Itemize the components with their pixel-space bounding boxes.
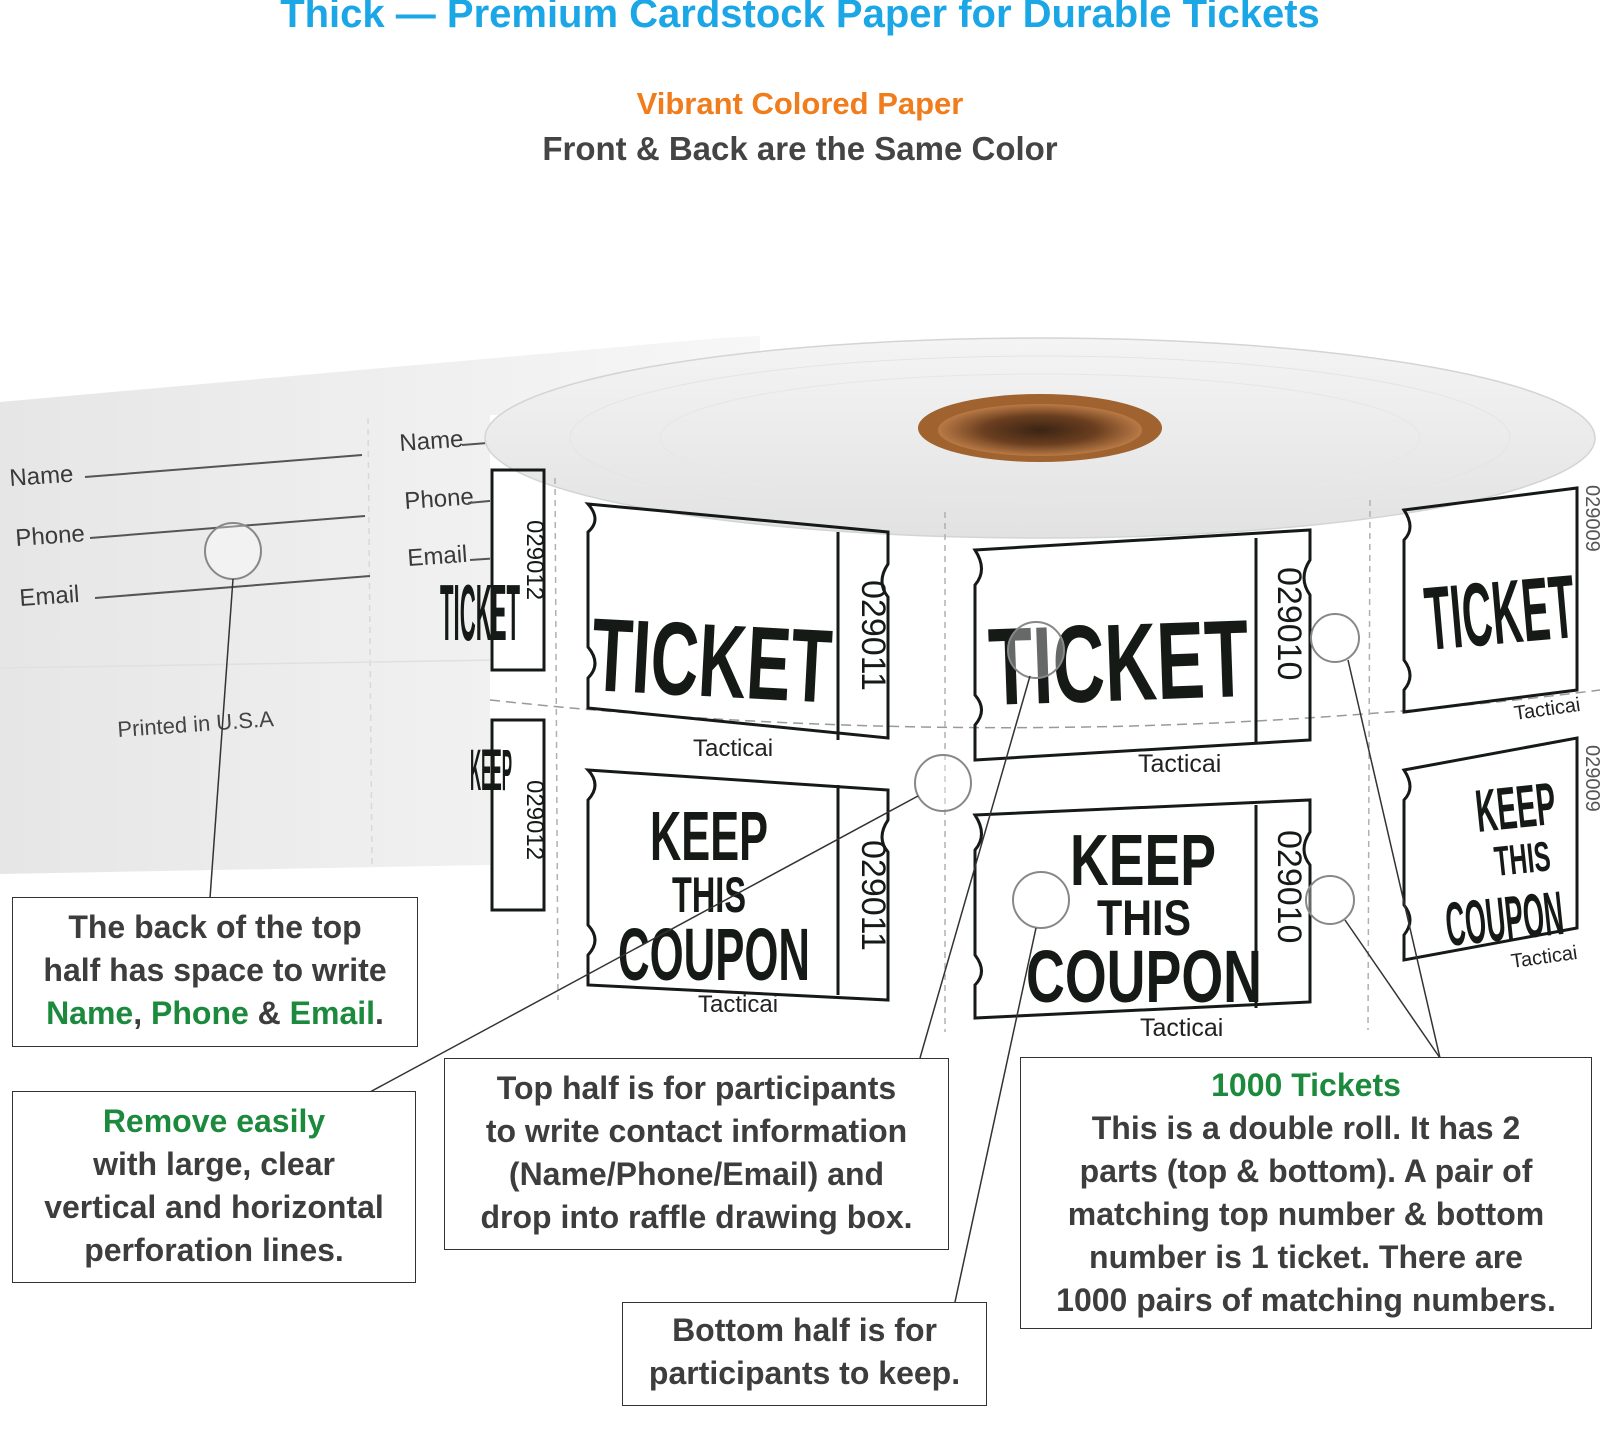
callout-top-line4: drop into raffle drawing box.	[480, 1199, 913, 1235]
ticket-c-top-frame	[1401, 486, 1579, 714]
leader-marker-strip	[204, 522, 262, 580]
roll-side-surface	[490, 415, 1600, 1049]
leader-line-top-number	[1347, 659, 1441, 1059]
strip-perforation	[367, 417, 373, 867]
callout-count-line4: number is 1 ticket. There are	[1089, 1239, 1523, 1275]
callout-back-period: .	[375, 995, 384, 1031]
ticket-c-this: THIS	[1492, 832, 1553, 885]
leader-line-back	[209, 578, 234, 899]
leader-marker-top-half	[1007, 621, 1065, 679]
ticket-b-bottom-frame	[972, 798, 1312, 1020]
leader-line-top-half	[919, 675, 1031, 1059]
ticket-c-coupon: COUPON	[1442, 879, 1567, 960]
callout-remove-line1: with large, clear	[93, 1146, 335, 1182]
ticket-b-bottom-brand: Tacticai	[1140, 1014, 1223, 1042]
ticket-a-top-brand: Tacticai	[693, 735, 773, 762]
ticket-a-top-number: 029011	[854, 580, 892, 691]
ticket-left-top-number: 029012	[521, 520, 548, 600]
callout-remove-heading: Remove easily	[102, 1103, 326, 1139]
callout-1000-tickets: 1000 Tickets This is a double roll. It h…	[1020, 1057, 1592, 1329]
ticket-b-bottom-number: 029010	[1270, 830, 1308, 943]
callout-remove-line3: perforation lines.	[84, 1232, 344, 1268]
strip-phone-label: Phone	[15, 520, 86, 552]
roll-top-rings-2	[659, 373, 1421, 503]
core-hole	[938, 404, 1142, 456]
ticket-b-top-brand: Tacticai	[1138, 750, 1221, 778]
callout-count-line3: matching top number & bottom	[1067, 1196, 1545, 1232]
ticket-a-keep: KEEP	[650, 797, 768, 875]
ticket-b-this: THIS	[1097, 890, 1191, 946]
leader-line-bottom-half	[954, 927, 1037, 1303]
subtitle-vibrant: Vibrant Colored Paper	[636, 86, 964, 121]
callout-back-email: Email	[289, 995, 376, 1031]
callout-count-line2: parts (top & bottom). A pair of	[1079, 1153, 1533, 1189]
callout-bottom-half: Bottom half is for participants to keep.	[622, 1302, 987, 1406]
ticket-b-coupon: COUPON	[1026, 935, 1262, 1018]
ticket-left-bottom-frame	[490, 718, 546, 912]
ticket-b-top-word: TICKET	[987, 597, 1251, 729]
callout-back-line1: The back of the top	[68, 909, 362, 945]
callout-back-line2: half has space to write	[43, 952, 387, 988]
ticket-c-bottom-number: 029009	[1581, 745, 1600, 812]
subtitle-same-color: Front & Back are the Same Color	[542, 130, 1058, 167]
callout-top-line2: to write contact information	[485, 1113, 908, 1149]
roll-vertical-perforation-3	[1367, 499, 1371, 1031]
page-title: Thick — Premium Cardstock Paper for Dura…	[280, 0, 1320, 36]
callout-back-of-ticket: The back of the top half has space to wr…	[12, 897, 418, 1047]
phone-write-line	[89, 515, 366, 539]
ticket-left-bottom-word: KEEP	[470, 738, 512, 803]
ticket-a-top-frame	[584, 502, 890, 740]
ticket-a-bottom-frame	[584, 768, 890, 1002]
callout-bottom-line1: Bottom half is for	[672, 1312, 937, 1348]
ticket-b-keep: KEEP	[1070, 821, 1216, 901]
callout-remove-line2: vertical and horizontal	[44, 1189, 384, 1225]
ticket-b-top-number: 029010	[1270, 567, 1308, 680]
callout-count-line5: 1000 pairs of matching numbers.	[1056, 1282, 1556, 1318]
callout-remove-easily: Remove easily with large, clear vertical…	[12, 1091, 416, 1283]
ticket-c-top-number: 029009	[1581, 485, 1600, 552]
leader-marker-perforation	[914, 754, 972, 812]
callout-back-name: Name	[46, 995, 134, 1031]
leader-marker-top-number	[1310, 613, 1360, 663]
strip-email-label: Email	[19, 581, 81, 612]
ticket-a-top-word: TICKET	[589, 597, 835, 725]
name-write-line	[84, 454, 363, 478]
callout-count-heading: 1000 Tickets	[1211, 1067, 1401, 1103]
callout-top-line1: Top half is for participants	[496, 1070, 897, 1106]
roll-top-rings	[569, 355, 1511, 521]
callout-back-amp: &	[248, 995, 290, 1031]
callout-back-comma: ,	[133, 995, 151, 1031]
callout-count-line1: This is a double roll. It has 2	[1091, 1110, 1521, 1146]
ticket-left-top-frame	[490, 468, 546, 672]
callout-back-phone: Phone	[151, 995, 249, 1031]
leader-line-remove	[369, 795, 919, 1093]
ticket-c-top-word: TICKET	[1421, 557, 1579, 670]
callout-top-half: Top half is for participants to write co…	[444, 1058, 949, 1250]
strip-name-label: Name	[9, 461, 75, 492]
callout-bottom-line2: participants to keep.	[648, 1355, 961, 1391]
leader-line-bottom-number	[1344, 919, 1441, 1059]
strip-phone-label-2: Phone	[404, 483, 475, 515]
leader-marker-bottom-number	[1305, 875, 1355, 925]
strip-horizontal-perforation	[0, 659, 501, 669]
ticket-c-keep: KEEP	[1472, 770, 1559, 845]
ticket-b-top-frame	[972, 528, 1312, 762]
ticket-left-bottom-number: 029012	[521, 780, 548, 860]
ticket-a-bottom-number: 029011	[854, 840, 892, 951]
strip-email-label-2: Email	[407, 541, 469, 572]
callout-back-line3: Name, Phone & Email.	[13, 992, 417, 1035]
leader-marker-bottom-half	[1012, 871, 1070, 929]
strip-name-label-2: Name	[399, 426, 465, 457]
callout-top-line3: (Name/Phone/Email) and	[508, 1156, 885, 1192]
ticket-a-bottom-brand: Tacticai	[698, 991, 778, 1018]
ticket-a-coupon: COUPON	[618, 913, 810, 996]
ticket-left-top-word: TICKET	[440, 568, 520, 657]
